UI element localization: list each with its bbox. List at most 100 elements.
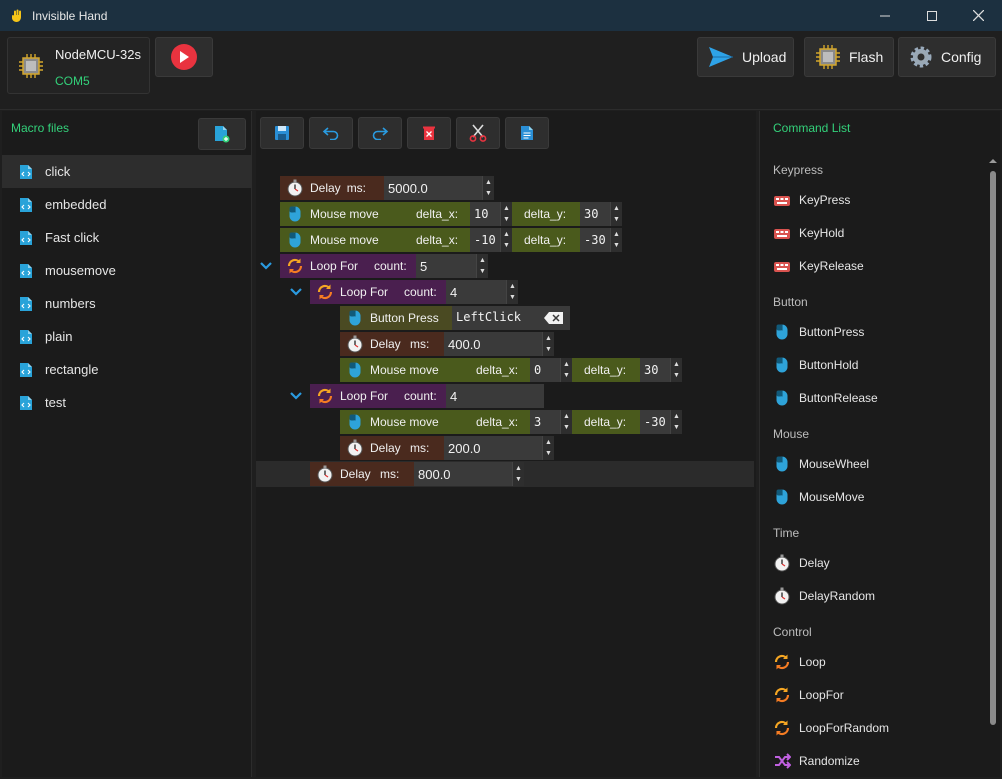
device-card[interactable]: NodeMCU-32s COM5	[7, 37, 150, 94]
command-item-mousewheel[interactable]: MouseWheel	[773, 455, 869, 473]
run-button[interactable]	[155, 37, 213, 77]
collapse-chevron-icon[interactable]	[259, 259, 273, 273]
command-label: Mouse move	[370, 363, 439, 377]
spin-buttons[interactable]: ▲▼	[560, 410, 572, 434]
upload-button[interactable]: Upload	[697, 37, 794, 77]
command-item-delay[interactable]: Delay	[773, 554, 830, 572]
command-item-keypress[interactable]: KeyPress	[773, 192, 850, 208]
collapse-chevron-icon[interactable]	[289, 389, 303, 403]
save-button[interactable]	[260, 117, 304, 149]
count-field[interactable]: 4	[446, 384, 544, 408]
command-list-scrollbar[interactable]	[989, 157, 997, 777]
minimize-button[interactable]	[862, 0, 908, 31]
group-title-control: Control	[773, 625, 812, 639]
command-row[interactable]: Button Press LeftClick	[340, 305, 570, 331]
spin-buttons[interactable]: ▲▼	[512, 462, 524, 486]
collapse-chevron-icon[interactable]	[289, 285, 303, 299]
spin-buttons[interactable]: ▲▼	[560, 358, 572, 382]
list-item[interactable]: rectangle	[2, 353, 252, 386]
mouse-icon	[288, 231, 302, 249]
delta-x-field[interactable]: -10	[470, 228, 500, 252]
list-item[interactable]: embedded	[2, 188, 252, 221]
command-item-buttonrelease[interactable]: ButtonRelease	[773, 389, 878, 407]
list-item[interactable]: test	[2, 386, 252, 419]
spin-buttons[interactable]: ▲▼	[610, 228, 622, 252]
count-field[interactable]: 4	[446, 280, 506, 304]
spin-buttons[interactable]: ▲▼	[670, 358, 682, 382]
delete-button[interactable]	[407, 117, 451, 149]
key-capture-field[interactable]: LeftClick	[452, 306, 570, 330]
list-item[interactable]: numbers	[2, 287, 252, 320]
code-file-icon	[19, 395, 33, 411]
delta-y-field[interactable]: -30	[580, 228, 610, 252]
command-item-keyhold[interactable]: KeyHold	[773, 225, 844, 241]
ms-field[interactable]: 200.0	[444, 436, 542, 460]
spin-buttons[interactable]: ▲▼	[542, 332, 554, 356]
spin-buttons[interactable]: ▲▼	[542, 436, 554, 460]
list-item[interactable]: click	[2, 155, 252, 188]
spin-buttons[interactable]: ▲▼	[500, 228, 512, 252]
spin-buttons[interactable]: ▲▼	[500, 202, 512, 226]
scroll-up-icon[interactable]	[989, 157, 997, 165]
list-item[interactable]: Fast click	[2, 221, 252, 254]
loop-icon	[773, 719, 791, 737]
delta-x-field[interactable]: 3	[530, 410, 560, 434]
command-item-keyrelease[interactable]: KeyRelease	[773, 258, 864, 274]
delta-x-field[interactable]: 0	[530, 358, 560, 382]
delta-y-field[interactable]: 30	[640, 358, 670, 382]
undo-button[interactable]	[309, 117, 353, 149]
command-item-loopforrandom[interactable]: LoopForRandom	[773, 719, 889, 737]
command-item-buttonhold[interactable]: ButtonHold	[773, 356, 858, 374]
command-item-mousemove[interactable]: MouseMove	[773, 488, 864, 506]
command-item-loopfor[interactable]: LoopFor	[773, 686, 844, 704]
delta-y-field[interactable]: -30	[640, 410, 670, 434]
field-label: count:	[374, 259, 407, 273]
spin-buttons[interactable]: ▲▼	[670, 410, 682, 434]
count-field[interactable]: 5	[416, 254, 476, 278]
scrollbar-thumb[interactable]	[990, 171, 996, 725]
delta-x-field[interactable]: 10	[470, 202, 500, 226]
spin-buttons[interactable]: ▲▼	[482, 176, 494, 200]
spin-buttons[interactable]: ▲▼	[476, 254, 488, 278]
minimize-icon	[880, 15, 890, 16]
new-file-button[interactable]	[198, 118, 246, 150]
new-file-icon	[215, 126, 230, 143]
loop-icon	[286, 257, 304, 275]
maximize-button[interactable]	[909, 0, 955, 31]
command-item-loop[interactable]: Loop	[773, 653, 826, 671]
field-label: delta_y:	[524, 233, 567, 247]
file-name: click	[45, 164, 71, 179]
delta-y-field[interactable]: 30	[580, 202, 610, 226]
command-row[interactable]: Loop For count: 5 ▲▼	[280, 253, 488, 279]
backspace-icon[interactable]	[544, 311, 564, 325]
command-item-randomize[interactable]: Randomize	[773, 752, 860, 770]
list-item[interactable]: plain	[2, 320, 252, 353]
redo-button[interactable]	[358, 117, 402, 149]
cut-button[interactable]	[456, 117, 500, 149]
ms-field[interactable]: 5000.0	[384, 176, 482, 200]
paste-button[interactable]	[505, 117, 549, 149]
close-button[interactable]	[955, 0, 1001, 31]
config-button[interactable]: Config	[898, 37, 996, 77]
command-label: Loop For	[310, 259, 359, 273]
list-item[interactable]: mousemove	[2, 254, 252, 287]
spin-buttons[interactable]: ▲▼	[610, 202, 622, 226]
chip-icon	[19, 54, 43, 78]
command-item-buttonpress[interactable]: ButtonPress	[773, 323, 864, 341]
command-item-label: Randomize	[799, 754, 860, 768]
ms-field[interactable]: 800.0	[414, 462, 512, 486]
command-item-delayrandom[interactable]: DelayRandom	[773, 587, 875, 605]
ms-field[interactable]: 400.0	[444, 332, 542, 356]
flash-button[interactable]: Flash	[804, 37, 894, 77]
spin-buttons[interactable]: ▲▼	[506, 280, 518, 304]
